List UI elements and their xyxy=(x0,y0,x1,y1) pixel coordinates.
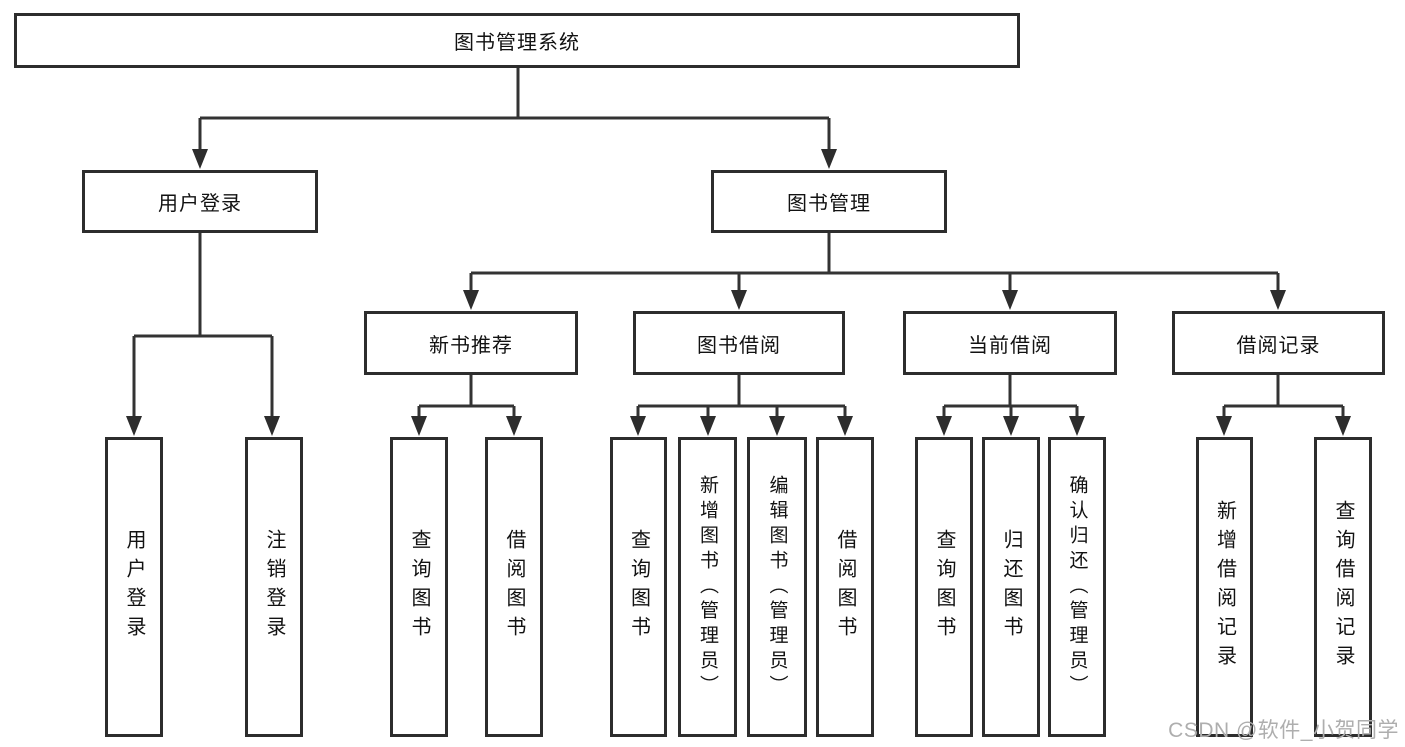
arrowheads xyxy=(126,149,1351,436)
node-label: 查询图书 xyxy=(627,529,650,645)
leaf-query-books-borrowing: 查询图书 xyxy=(610,437,667,737)
node-user-login: 用户登录 xyxy=(82,170,318,233)
leaf-logout: 注销登录 xyxy=(245,437,303,737)
node-borrow-records: 借阅记录 xyxy=(1172,311,1385,375)
node-label: 确认归还（管理员） xyxy=(1066,474,1088,700)
node-label: 归还图书 xyxy=(1000,529,1022,645)
node-label: 查询借阅记录 xyxy=(1332,500,1354,674)
node-label: 当前借阅 xyxy=(968,334,1052,357)
connector-path xyxy=(132,68,1345,420)
csdn-watermark: CSDN @软件_小贺同学 xyxy=(1168,719,1399,742)
node-label: 借阅记录 xyxy=(1236,334,1321,357)
leaf-user-login: 用户登录 xyxy=(105,437,163,737)
node-label: 新增借阅记录 xyxy=(1213,500,1236,674)
node-label: 新书推荐 xyxy=(429,334,513,357)
node-book-borrowing: 图书借阅 xyxy=(633,311,845,375)
node-label: 查询图书 xyxy=(408,529,430,645)
node-label: 图书管理系统 xyxy=(454,32,580,54)
node-current-borrowing: 当前借阅 xyxy=(903,311,1117,375)
node-label: 图书管理 xyxy=(787,193,871,215)
leaf-edit-book-admin: 编辑图书（管理员） xyxy=(747,437,807,737)
node-root: 图书管理系统 xyxy=(14,13,1020,68)
leaf-confirm-return-admin: 确认归还（管理员） xyxy=(1048,437,1106,737)
node-label: 借阅图书 xyxy=(834,529,856,645)
leaf-query-books-recommend: 查询图书 xyxy=(390,437,448,737)
node-label: 用户登录 xyxy=(158,193,242,215)
node-label: 查询图书 xyxy=(933,529,955,645)
leaf-add-borrow-record: 新增借阅记录 xyxy=(1196,437,1253,737)
node-label: 借阅图书 xyxy=(503,529,525,645)
leaf-borrow-books-borrowing: 借阅图书 xyxy=(816,437,874,737)
node-label: 新增图书（管理员） xyxy=(697,474,718,700)
leaf-return-books: 归还图书 xyxy=(982,437,1040,737)
node-label: 图书借阅 xyxy=(697,334,781,357)
leaf-borrow-books-recommend: 借阅图书 xyxy=(485,437,543,737)
leaf-add-book-admin: 新增图书（管理员） xyxy=(678,437,737,737)
leaf-query-borrow-record: 查询借阅记录 xyxy=(1314,437,1372,737)
node-new-book-recommend: 新书推荐 xyxy=(364,311,578,375)
node-label: 编辑图书（管理员） xyxy=(766,474,788,700)
node-label: 注销登录 xyxy=(263,529,285,645)
leaf-query-books-current: 查询图书 xyxy=(915,437,973,737)
node-label: 用户登录 xyxy=(123,529,145,645)
node-book-management: 图书管理 xyxy=(711,170,947,233)
